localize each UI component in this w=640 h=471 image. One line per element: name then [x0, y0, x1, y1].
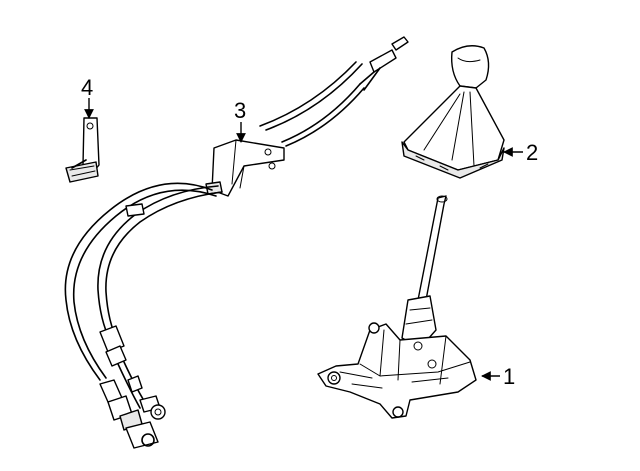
callout-3: 3 [234, 98, 246, 143]
shifter-part [317, 195, 477, 419]
callout-label-3: 3 [234, 98, 246, 123]
callout-label-1: 1 [503, 364, 515, 389]
bracket-part [65, 117, 100, 183]
callout-4: 4 [81, 75, 94, 119]
boot-part [401, 45, 505, 179]
callout-1: 1 [481, 364, 515, 389]
callout-label-2: 2 [526, 140, 538, 165]
callout-label-4: 4 [81, 75, 93, 100]
callout-2: 2 [503, 140, 538, 165]
